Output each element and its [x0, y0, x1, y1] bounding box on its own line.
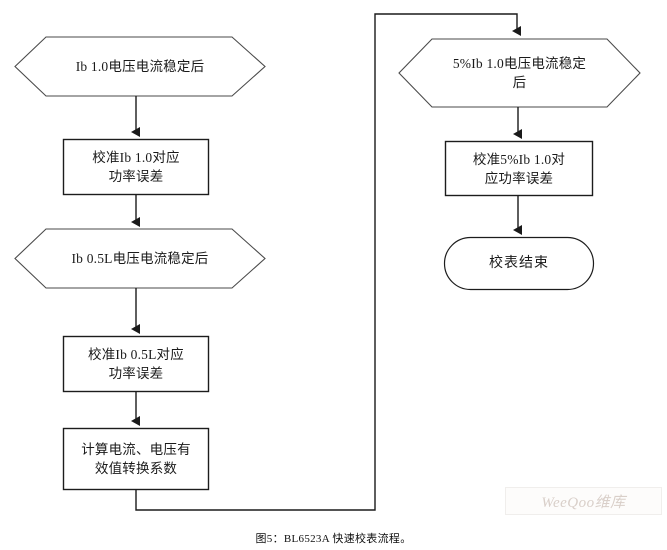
watermark: WeeQoo维库 — [505, 487, 662, 515]
node-ib05l-stable-hexagon — [14, 228, 266, 289]
node-5pct-ib10-stable-hexagon — [398, 38, 641, 108]
figure-caption: 图5：BL6523A 快速校表流程。 — [255, 533, 412, 545]
node-calibrate-ib10-box — [62, 138, 210, 196]
connector-step5-to-step6 — [135, 13, 521, 511]
node-ib10-stable-hexagon — [14, 36, 266, 97]
node-calibrate-ib05l-box — [62, 335, 210, 393]
node-calibration-end-terminator — [443, 236, 595, 291]
node-compute-rms-coeff-box — [62, 427, 210, 491]
node-calibrate-5pct-ib10-box — [444, 140, 594, 197]
